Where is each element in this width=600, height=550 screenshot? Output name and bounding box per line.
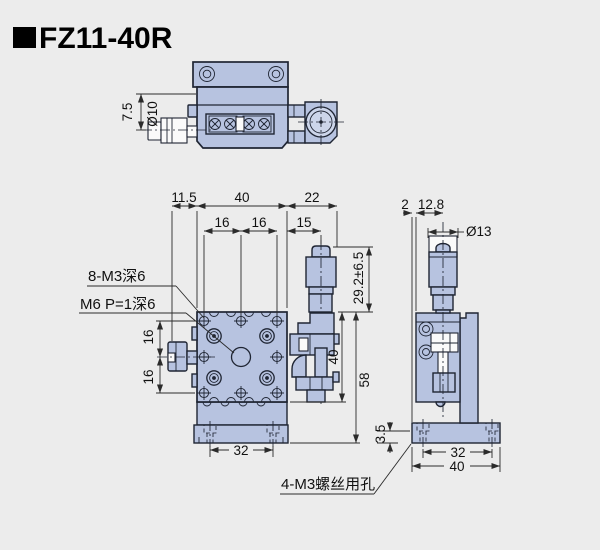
side-base	[411, 422, 501, 444]
dim-16-lower: 16	[141, 369, 156, 384]
hidden-base-screws	[203, 421, 280, 447]
front-labels: 8-M3深6 M6 P=1深6	[79, 268, 235, 354]
dim-16-right: 16	[251, 215, 266, 230]
dim-2: 2	[401, 197, 409, 212]
side-view-drawing: 2 12.8 Ø13 3.5 32 40	[280, 197, 501, 495]
page-title: FZ11-40R	[39, 22, 173, 55]
dim-40-width: 40	[234, 190, 249, 205]
dim-32-side: 32	[450, 445, 465, 460]
side-micrometer	[428, 222, 458, 418]
dim-knob-diameter: Ø10	[145, 101, 160, 127]
side-dims-top: 2 12.8 Ø13	[401, 197, 492, 422]
title-marker	[13, 27, 36, 48]
dim-16-upper: 16	[141, 329, 156, 344]
clamp-knob	[157, 341, 215, 372]
dim-knob-offset: 7.5	[120, 103, 135, 122]
label-m3-holes: 8-M3深6	[88, 268, 146, 285]
front-dims-left: 16 16	[141, 320, 195, 394]
counterbore-holes	[206, 328, 275, 386]
front-view-drawing: 11.5 40 22 16 16 15 29.2±6.5 40	[79, 190, 373, 458]
front-dims-right: 29.2±6.5 40 58	[290, 246, 373, 444]
dim-3-5: 3.5	[373, 425, 388, 444]
dim-travel: 29.2±6.5	[351, 252, 366, 304]
top-view-drawing: 7.5 Ø10	[120, 61, 344, 149]
front-dims-bottom: 32	[209, 443, 274, 458]
dim-40-base: 40	[449, 459, 464, 474]
side-label: 4-M3螺丝用孔	[280, 443, 412, 495]
m6-center-hole	[230, 346, 252, 368]
dim-40-height: 40	[326, 349, 341, 364]
label-m6-hole: M6 P=1深6	[80, 296, 155, 313]
dim-32-front: 32	[233, 443, 248, 458]
saddle-bracket	[289, 312, 340, 403]
side-dims-bottom: 32 40	[411, 445, 501, 474]
dim-58: 58	[357, 372, 372, 387]
dim-11-5: 11.5	[171, 190, 196, 205]
side-hidden-screws	[416, 419, 499, 447]
dim-15: 15	[296, 215, 311, 230]
title-block: FZ11-40R	[13, 22, 173, 55]
dim-22: 22	[304, 190, 319, 205]
top-view-dimensions: 7.5 Ø10	[120, 93, 196, 131]
label-mount-holes: 4-M3螺丝用孔	[281, 476, 375, 493]
side-dims-left: 3.5	[373, 422, 410, 453]
dim-12-8: 12.8	[418, 197, 444, 212]
dim-knob-dia-13: Ø13	[466, 224, 492, 239]
front-dims-top: 11.5 40 22 16 16 15	[171, 190, 338, 341]
dim-16-left: 16	[214, 215, 229, 230]
